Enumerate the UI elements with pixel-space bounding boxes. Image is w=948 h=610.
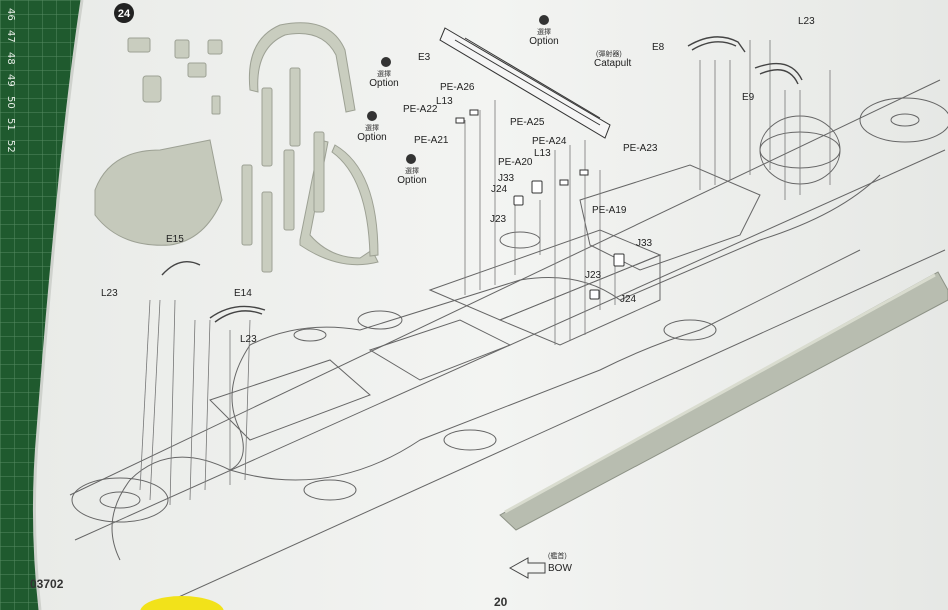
catapult-caption-cn: (彈射器) bbox=[596, 49, 622, 58]
part-label: E15 bbox=[166, 234, 184, 245]
part-label: J33 bbox=[498, 173, 515, 184]
option-caption-en: Option bbox=[529, 36, 558, 47]
part-label: PE-A24 bbox=[532, 136, 567, 147]
option-icon bbox=[381, 57, 391, 67]
part-label: E8 bbox=[652, 42, 665, 53]
step-number: 24 bbox=[118, 8, 131, 20]
option-caption-en: Option bbox=[397, 175, 426, 186]
part-strip bbox=[241, 164, 253, 246]
part-label: J23 bbox=[490, 214, 507, 225]
kit-code: 03702 bbox=[30, 577, 64, 591]
part-rail-side bbox=[331, 144, 379, 257]
ship-hull-drawing bbox=[69, 79, 948, 610]
part-label: PE-A19 bbox=[592, 205, 627, 216]
part-piece bbox=[211, 95, 221, 115]
ruler-number: 51 bbox=[5, 118, 16, 131]
part-piece bbox=[207, 39, 223, 55]
part-label: PE-A25 bbox=[510, 117, 545, 128]
part-label: PE-A23 bbox=[623, 143, 658, 154]
option-caption-cn: 選擇 bbox=[365, 123, 379, 132]
curved-rails-drawing bbox=[161, 36, 803, 323]
option-caption-cn: 選擇 bbox=[377, 69, 391, 78]
ruler-number: 50 bbox=[5, 96, 16, 109]
leader-lines bbox=[139, 40, 831, 506]
option-icons bbox=[367, 15, 549, 164]
part-label: E3 bbox=[418, 52, 431, 63]
ruler-number: 49 bbox=[5, 74, 16, 87]
part-label: PE-A22 bbox=[403, 104, 438, 115]
bow-caption-cn: (艦首) bbox=[548, 551, 567, 560]
ruler-number: 47 bbox=[5, 30, 16, 43]
part-strip bbox=[261, 191, 273, 273]
part-e15 bbox=[94, 139, 223, 246]
mat-ruler: 46 47 48 49 50 51 52 bbox=[5, 8, 16, 153]
part-piece bbox=[142, 75, 162, 103]
part-label: PE-A21 bbox=[414, 135, 449, 146]
part-piece bbox=[174, 39, 190, 59]
plastic-parts bbox=[94, 22, 379, 273]
part-label: L13 bbox=[534, 148, 551, 159]
ruler-number: 52 bbox=[5, 140, 16, 153]
part-label: L13 bbox=[436, 96, 453, 107]
paper-edge bbox=[32, 0, 84, 610]
part-strip bbox=[289, 67, 301, 147]
ruler-number: 48 bbox=[5, 52, 16, 65]
option-caption-en: Option bbox=[369, 78, 398, 89]
option-icon bbox=[367, 111, 377, 121]
catapult-caption-en: Catapult bbox=[594, 58, 631, 69]
part-piece bbox=[127, 37, 151, 53]
part-piece bbox=[187, 62, 207, 78]
part-label: L23 bbox=[240, 334, 257, 345]
part-strip bbox=[261, 87, 273, 167]
bow-direction: (艦首) BOW bbox=[508, 551, 572, 579]
part-label: E14 bbox=[234, 288, 252, 299]
page-number: 20 bbox=[494, 595, 508, 609]
part-label: J23 bbox=[585, 270, 602, 281]
small-parts-drawing bbox=[455, 109, 625, 300]
part-rail-curved bbox=[248, 22, 356, 113]
part-label: J24 bbox=[491, 184, 508, 195]
catapult-drawing bbox=[439, 27, 611, 139]
option-icon bbox=[539, 15, 549, 25]
option-caption-cn: 選擇 bbox=[405, 166, 419, 175]
part-label: J24 bbox=[620, 294, 637, 305]
part-label: PE-A26 bbox=[440, 82, 475, 93]
part-label: J33 bbox=[636, 238, 653, 249]
part-label: L23 bbox=[798, 16, 815, 27]
ruler-number: 46 bbox=[5, 8, 16, 21]
step-badge: 24 bbox=[114, 3, 134, 23]
yellow-pen-cap bbox=[140, 596, 224, 610]
part-strip bbox=[283, 149, 295, 231]
option-icon bbox=[406, 154, 416, 164]
instruction-paper bbox=[34, 0, 948, 610]
option-caption-en: Option bbox=[357, 132, 386, 143]
part-label: E9 bbox=[742, 92, 755, 103]
plastic-strip-sprue bbox=[499, 271, 948, 531]
option-caption-cn: 選擇 bbox=[537, 27, 551, 36]
part-strip bbox=[313, 131, 325, 213]
part-label: PE-A20 bbox=[498, 157, 533, 168]
bow-caption-en: BOW bbox=[548, 563, 572, 574]
part-label: L23 bbox=[101, 288, 118, 299]
bow-arrow-icon bbox=[508, 557, 546, 579]
